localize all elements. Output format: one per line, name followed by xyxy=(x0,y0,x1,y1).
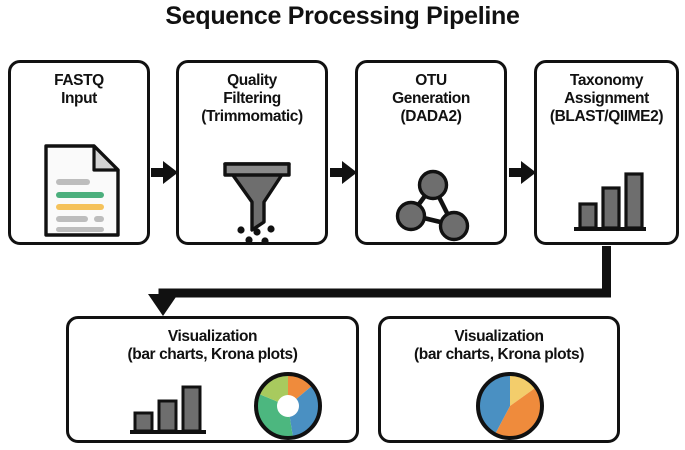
node-fastq-input[interactable]: FASTQ Input xyxy=(8,60,150,245)
node-otu-generation-label: OTU Generation (DADA2) xyxy=(392,72,470,125)
node-taxonomy-assignment[interactable]: Taxonomy Assignment (BLAST/QIIME2) xyxy=(534,60,679,245)
arrow-taxonomy-to-visualization xyxy=(148,246,611,316)
node-quality-filtering[interactable]: Quality Filtering (Trimmomatic) xyxy=(176,60,328,245)
network-graph-icon xyxy=(391,163,483,243)
node-visualization-right[interactable]: Visualization (bar charts, Krona plots) xyxy=(378,316,620,443)
document-icon xyxy=(42,143,122,238)
node-fastq-input-label: FASTQ Input xyxy=(54,72,104,107)
arrow-fastq-to-quality xyxy=(151,161,178,184)
funnel-icon xyxy=(215,158,299,245)
node-quality-filtering-label: Quality Filtering (Trimmomatic) xyxy=(201,72,303,125)
donut-chart-icon xyxy=(252,370,324,442)
node-visualization-right-label: Visualization (bar charts, Krona plots) xyxy=(414,328,584,363)
node-visualization-left[interactable]: Visualization (bar charts, Krona plots) xyxy=(66,316,359,443)
bar-chart-icon xyxy=(127,377,213,439)
bar-chart-icon xyxy=(570,168,650,238)
pie-chart-icon xyxy=(474,370,546,442)
node-visualization-left-label: Visualization (bar charts, Krona plots) xyxy=(127,328,298,363)
arrow-otu-to-taxonomy xyxy=(509,161,536,184)
node-otu-generation[interactable]: OTU Generation (DADA2) xyxy=(355,60,507,245)
node-taxonomy-assignment-label: Taxonomy Assignment (BLAST/QIIME2) xyxy=(549,72,664,125)
arrow-quality-to-otu xyxy=(330,161,357,184)
page-title: Sequence Processing Pipeline xyxy=(165,2,520,30)
